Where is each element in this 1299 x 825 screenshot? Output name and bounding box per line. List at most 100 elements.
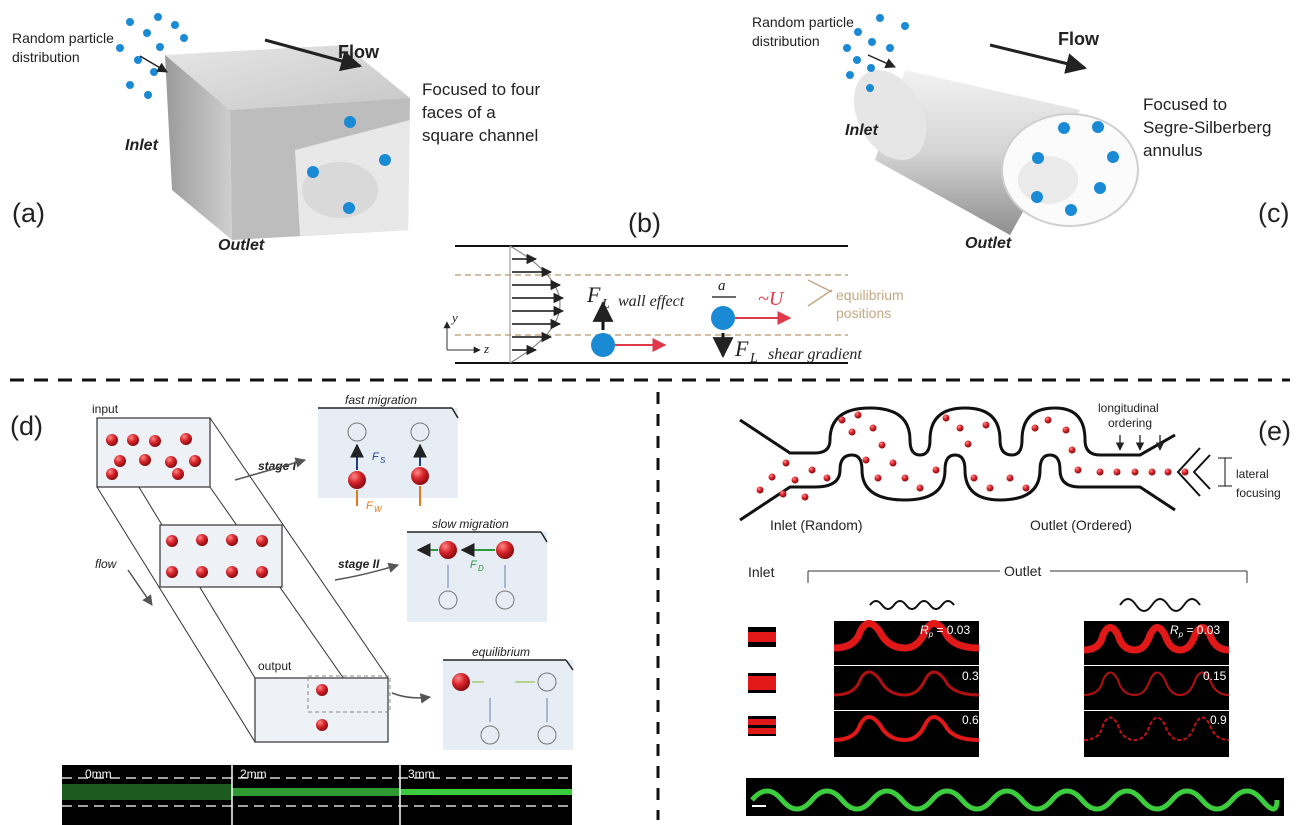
fw-sub: W (374, 505, 383, 514)
fast-inset-bg (318, 408, 458, 498)
fd-label: F (470, 559, 478, 571)
left-val-2: 0.6 (962, 713, 979, 727)
wiggle-icon-right (1119, 598, 1201, 612)
left-val-1: 0.3 (962, 669, 979, 683)
panel-label-b: (b) (628, 208, 661, 238)
random-label-2: distribution (12, 49, 80, 65)
focused-label-c3: annulus (1143, 141, 1203, 160)
equilibrium-label-2: positions (836, 305, 891, 321)
longitudinal-label-1: longitudinal (1098, 401, 1159, 415)
fl-sub-bottom: L (749, 351, 758, 366)
strip-label-3: 3mm (408, 767, 435, 781)
particle-top (711, 306, 735, 330)
equilibrium-label-1: equilibrium (836, 287, 904, 303)
panel-e: (e) longi (739, 401, 1291, 816)
blue-particles-a (116, 13, 391, 214)
lateral-focusing-marks (1176, 447, 1232, 497)
cylinder-channel-shape (853, 70, 1139, 235)
output-label: output (258, 659, 292, 673)
rp-value-left: = 0.03 (933, 623, 970, 637)
rp-label-right: Rp = 0.03 (1170, 623, 1220, 639)
panel-d: (d) input output flow stage I stage II (10, 393, 574, 825)
panel-c: Random particle distribution Flow Focuse… (752, 14, 1289, 252)
focused-label-1: Focused to four (422, 80, 540, 99)
eq-pointer-1 (807, 289, 833, 307)
strip-label-0: 0mm (85, 767, 112, 781)
particle-bottom (591, 333, 615, 357)
shear-gradient-label: shear gradient (768, 346, 862, 363)
focused-label-c2: Segre-Silberberg (1143, 118, 1272, 137)
fast-migration-label: fast migration (345, 393, 417, 407)
slow-inset-bg (407, 532, 547, 622)
serpentine-channel-bottom (739, 453, 1176, 522)
flow-arrow-d (127, 569, 153, 606)
outlet-ordered-label: Outlet (Ordered) (1030, 517, 1132, 533)
velocity-profile-curve (509, 245, 561, 364)
rp-sub-left: p (928, 630, 934, 639)
outlet-label: Outlet (218, 237, 265, 254)
y-axis-label: y (450, 310, 458, 325)
output-highlight-box (307, 675, 391, 713)
panel-label-e: (e) (1258, 416, 1291, 446)
velocity-label: ~U (758, 288, 785, 310)
flow-arrow-c (989, 43, 1088, 74)
longitudinal-label-2: ordering (1108, 416, 1152, 430)
square-channel-shape (165, 45, 410, 240)
stage1-arrow (234, 457, 307, 481)
focused-label-2: faces of a (422, 103, 496, 122)
rp-value-right: = 0.03 (1183, 623, 1220, 637)
fs-label: F (372, 451, 380, 463)
fd-sub: D (478, 564, 484, 573)
outlet-header: Outlet (1004, 563, 1041, 579)
random-label-c1: Random particle (752, 14, 854, 30)
blue-particles-c (843, 14, 1119, 216)
slow-migration-label: slow migration (432, 517, 509, 531)
panel-a: Random particle distribution Flow Focuse… (12, 13, 540, 254)
fast-migration-inset: fast migration F S F W (318, 393, 459, 514)
stage1-label: stage I (258, 459, 297, 473)
rp-symbol-right: R (1170, 623, 1179, 637)
fl-label-bottom: F (734, 336, 749, 361)
slow-migration-inset: slow migration F D (407, 517, 548, 622)
red-particles-d (106, 433, 328, 731)
strip-label-2: 2mm (240, 767, 267, 781)
flow-label-c: Flow (1058, 29, 1100, 49)
diameter-label: a (718, 278, 726, 294)
stage2-arrow (334, 562, 400, 581)
lateral-label-2: focusing (1236, 486, 1281, 500)
velocity-arrows (512, 253, 565, 356)
input-label: input (92, 402, 119, 416)
flow-label-d: flow (95, 557, 118, 571)
inlet-swatches (748, 627, 776, 736)
flow-label: Flow (338, 42, 380, 62)
equilibrium-label: equilibrium (472, 645, 530, 659)
fl-sub-top: L (601, 297, 610, 312)
inlet-label: Inlet (125, 137, 159, 154)
panel-label-a: (a) (12, 198, 45, 228)
serpentine-channel-top (739, 406, 1176, 457)
outlet-label-c: Outlet (965, 235, 1012, 252)
rp-label-left: Rp = 0.03 (920, 623, 970, 639)
z-axis-label: z (483, 341, 489, 356)
inlet-header: Inlet (748, 564, 775, 580)
focused-label-c1: Focused to (1143, 95, 1227, 114)
wiggle-icon-left (869, 600, 955, 610)
panel-label-d: (d) (10, 411, 43, 441)
wall-effect-label: wall effect (618, 293, 685, 310)
rp-sub-right: p (1178, 630, 1184, 639)
particle-pointer-arrow (139, 55, 168, 73)
particle-pointer-arrow-c (867, 54, 896, 68)
rp-symbol-left: R (920, 623, 929, 637)
eq-pointer-2 (807, 279, 833, 293)
green-serpentine-strip (746, 778, 1284, 816)
random-label-1: Random particle (12, 30, 114, 46)
left-micrographs: Rp = 0.03 0.3 0.6 (833, 620, 980, 757)
random-label-c2: distribution (752, 33, 820, 49)
fl-label-top: F (586, 282, 601, 307)
fw-label: F (366, 500, 374, 512)
inlet-random-label: Inlet (Random) (770, 517, 863, 533)
flow-arrow (264, 38, 363, 72)
lateral-label-1: lateral (1236, 467, 1269, 481)
right-val-1: 0.15 (1203, 669, 1227, 683)
